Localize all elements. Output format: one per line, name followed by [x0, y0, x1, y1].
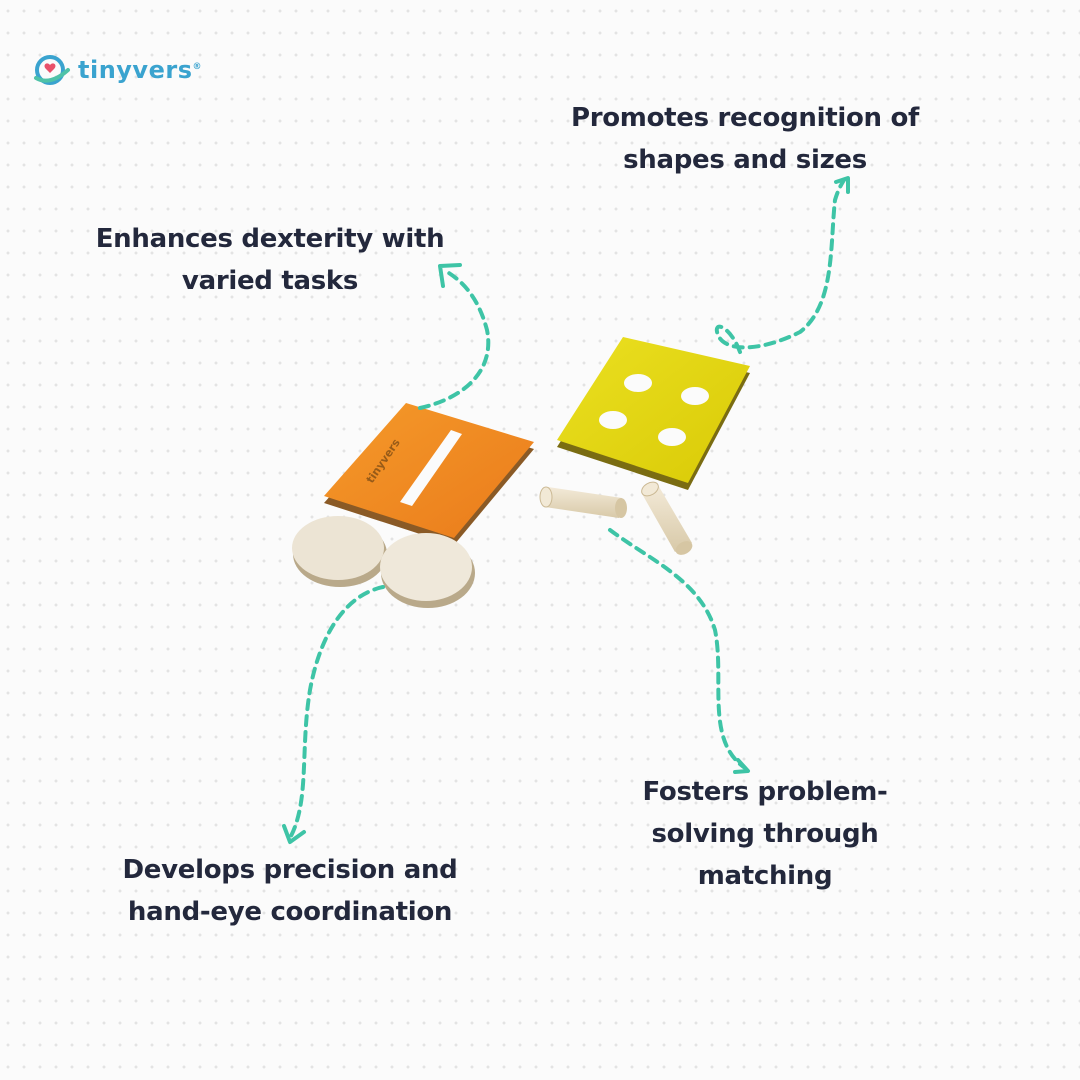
feature-caption-problem: Fosters problem- solving through matchin…: [642, 777, 888, 891]
board-hole: [658, 428, 686, 446]
feature-caption-recognition: Promotes recognition of shapes and sizes: [570, 103, 920, 175]
recognition-connector-arrow: [714, 178, 846, 354]
recognition-arrowhead-icon: [834, 176, 850, 194]
dexterity-connector-arrow: [418, 268, 491, 410]
wooden-peg-diagonal: [641, 481, 693, 555]
feature-caption-dexterity: Enhances dexterity with varied tasks: [95, 224, 445, 296]
board-hole: [624, 374, 652, 392]
problem-connector-arrow: [608, 528, 747, 770]
feature-caption-precision: Develops precision and hand-eye coordina…: [122, 855, 458, 927]
board-hole: [681, 387, 709, 405]
brand-wordmark: tinyvers®: [78, 56, 202, 84]
problem-arrowhead-icon: [733, 758, 750, 774]
wooden-peg-horizontal: [539, 486, 627, 518]
dexterity-arrowhead-icon: [438, 263, 462, 288]
board-hole: [599, 411, 627, 429]
orange-square-board: tinyvers: [324, 403, 534, 545]
precision-connector-arrow: [288, 585, 385, 840]
yellow-square-board: [557, 337, 750, 490]
precision-arrowhead-icon: [282, 824, 306, 844]
wooden-disc-right: [380, 533, 475, 608]
brand-logo: tinyvers®: [32, 52, 202, 88]
wooden-disc-left: [292, 516, 387, 587]
tinyvers-logo-icon: [34, 55, 70, 85]
